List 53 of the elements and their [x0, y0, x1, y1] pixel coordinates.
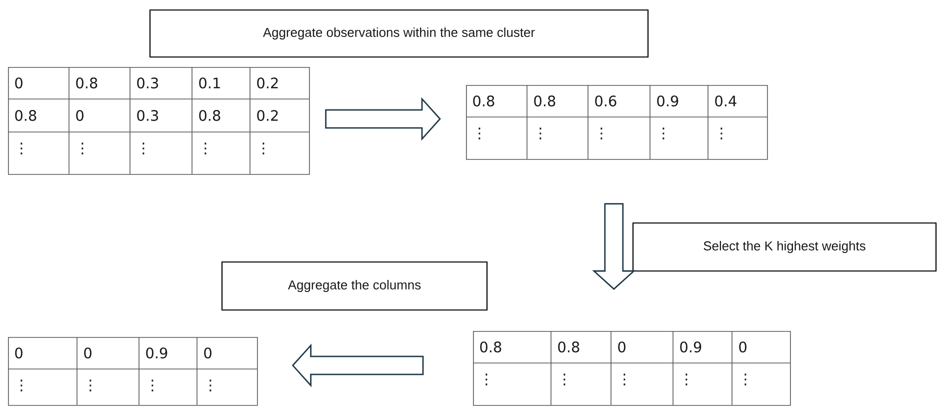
caption-box: Aggregate the columns [221, 261, 488, 311]
table-cell: ⋮ [486, 374, 488, 386]
table-cell: ⋮ [478, 128, 480, 140]
table-cell: ⋮ [720, 128, 722, 140]
table-cell: 0.9 [146, 348, 168, 358]
table-cell: ⋮ [82, 142, 84, 154]
block-arrow [292, 344, 424, 388]
table-cell: ⋮ [624, 374, 626, 386]
table-cell: ⋮ [662, 128, 664, 140]
table-cell: 0.9 [680, 342, 702, 352]
table-cell: 0.4 [715, 96, 736, 106]
table-cell: ⋮ [262, 142, 264, 154]
block-arrow [592, 203, 636, 290]
table-cell: 0.8 [480, 342, 502, 352]
caption-box: Aggregate observations within the same cluster [149, 9, 649, 58]
table-cell: ⋮ [152, 380, 154, 392]
table-cell: 0.8 [473, 96, 494, 106]
table-cell: ⋮ [20, 142, 22, 154]
table-cell: 0.8 [558, 342, 580, 352]
table-cell: 0.3 [137, 110, 158, 121]
table-cell: 0 [76, 110, 84, 121]
table-cell: 0 [739, 342, 746, 352]
data-table [472, 330, 791, 406]
data-table [466, 84, 768, 160]
table-cell: 0.9 [657, 96, 678, 106]
table-cell: 0.8 [76, 78, 98, 88]
table-cell: 0.2 [257, 110, 278, 121]
table-cell: 0 [84, 348, 92, 358]
table-cell: 0.1 [199, 78, 220, 88]
table-cell: ⋮ [686, 374, 688, 386]
table-cell: ⋮ [204, 142, 206, 154]
data-table [8, 336, 258, 406]
table-cell: 0.8 [199, 110, 220, 121]
data-table [8, 66, 310, 175]
table-cell: 0.6 [595, 96, 616, 106]
table-cell: 0 [618, 342, 626, 352]
table-cell: 0.3 [137, 78, 158, 88]
table-cell: 0 [204, 348, 212, 358]
caption-box: Select the K highest weights [632, 222, 937, 272]
table-cell: ⋮ [540, 128, 542, 140]
table-cell: 0.2 [257, 78, 278, 88]
table-cell: ⋮ [90, 380, 92, 392]
table-cell: 0 [15, 348, 22, 358]
table-cell: ⋮ [20, 380, 22, 392]
table-cell: 0.8 [15, 110, 36, 121]
block-arrow [325, 97, 441, 141]
table-cell: ⋮ [210, 380, 212, 392]
table-cell: ⋮ [744, 374, 746, 386]
table-cell: 0.8 [534, 96, 556, 106]
table-cell: ⋮ [600, 128, 602, 140]
table-cell: ⋮ [564, 374, 566, 386]
table-cell: 0 [15, 78, 22, 88]
table-cell: ⋮ [142, 142, 144, 154]
